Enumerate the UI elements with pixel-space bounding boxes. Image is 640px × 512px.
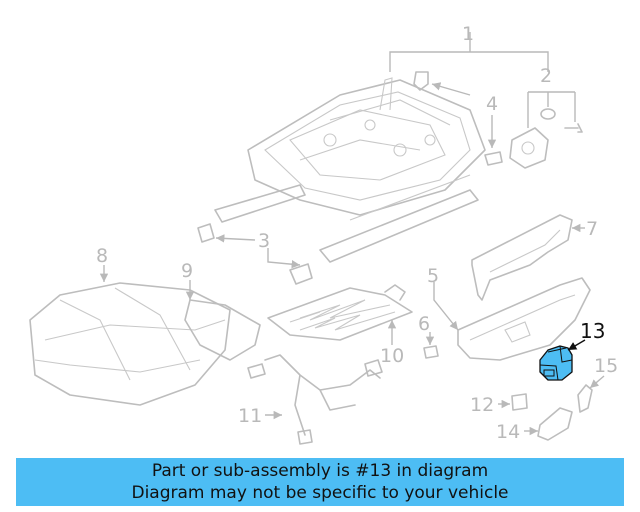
bracket-part-3	[197, 223, 313, 285]
wire-frame-part-7	[471, 214, 573, 301]
recliner-part-2	[509, 108, 583, 169]
heater-mat-part-10	[267, 284, 413, 341]
callout-11: 11	[238, 405, 262, 427]
callout-2: 2	[540, 65, 552, 87]
callout-10: 10	[380, 345, 404, 367]
leader-1	[389, 51, 549, 72]
seat-cover-part-9	[184, 299, 261, 361]
clip-part-12	[511, 393, 528, 411]
leader-2	[527, 91, 576, 128]
banner-line-2: Diagram may not be specific to your vehi…	[131, 483, 509, 503]
clip-part-6	[423, 345, 439, 359]
wire-harness-part-11	[247, 354, 383, 445]
callout-9: 9	[181, 260, 193, 282]
callout-14: 14	[496, 421, 520, 443]
seat-frame	[214, 77, 486, 263]
callout-15: 15	[594, 355, 618, 377]
cover-part-15	[577, 384, 593, 413]
highlighted-part-13[interactable]	[539, 345, 573, 381]
callout-7: 7	[586, 218, 598, 240]
banner-line-1: Part or sub-assembly is #13 in diagram	[151, 461, 489, 481]
side-panel-part-5	[457, 277, 591, 361]
cover-part-14	[537, 407, 573, 441]
callout-6: 6	[418, 313, 430, 335]
callout-8: 8	[96, 245, 108, 267]
callout-3: 3	[258, 230, 270, 252]
callout-1: 1	[462, 23, 474, 45]
callout-4: 4	[486, 93, 498, 115]
info-banner: Part or sub-assembly is #13 in diagram D…	[16, 458, 624, 506]
callout-12: 12	[470, 394, 494, 416]
bracket-part-4	[413, 71, 503, 166]
callout-13: 13	[580, 319, 605, 343]
callout-5: 5	[427, 265, 439, 287]
seat-cushion-part-8	[29, 282, 231, 406]
parts-diagram: 1 2 4 3 7 5 6	[29, 23, 618, 445]
